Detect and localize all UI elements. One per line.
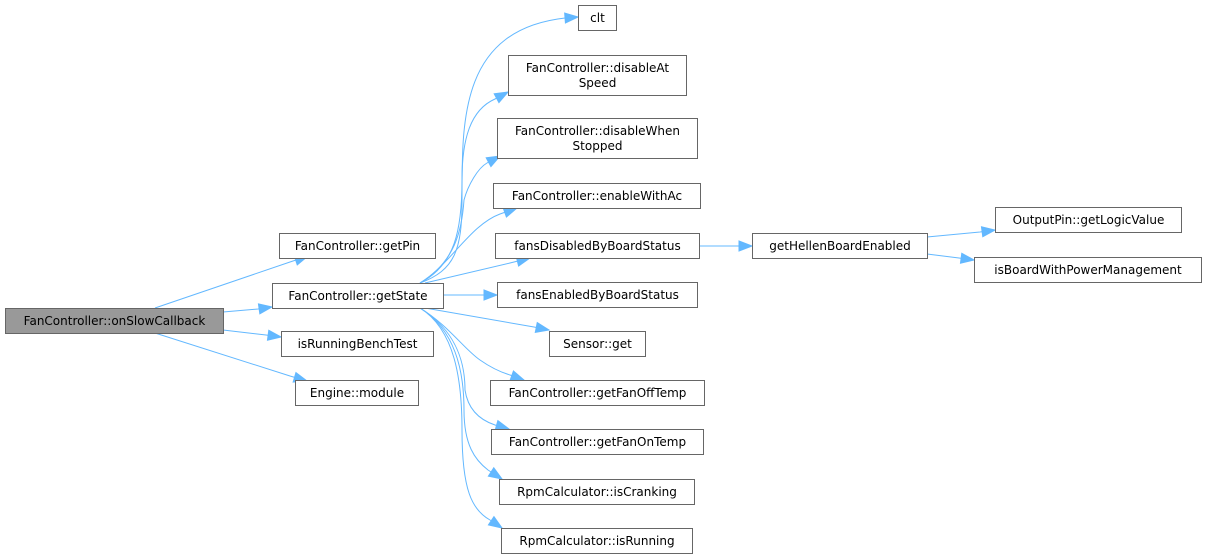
- arrowhead-icon: [959, 252, 976, 264]
- node-getFanOffTemp[interactable]: FanController::getFanOffTemp: [490, 380, 705, 406]
- edge-line: [424, 257, 531, 284]
- node-box[interactable]: [272, 283, 444, 309]
- node-label: Speed: [579, 76, 617, 90]
- edge-getState-to-isCranking: [419, 307, 504, 480]
- node-box[interactable]: [491, 429, 704, 455]
- node-engineModule[interactable]: Engine::module: [295, 380, 419, 406]
- edge-getState-to-fansEnabledByBoardStatus: [443, 289, 499, 301]
- node-box[interactable]: [578, 5, 617, 31]
- node-label: RpmCalculator::isCranking: [517, 485, 677, 499]
- node-label: FanController::onSlowCallback: [24, 314, 206, 328]
- node-box[interactable]: [495, 233, 700, 259]
- node-getFanOnTemp[interactable]: FanController::getFanOnTemp: [491, 429, 704, 455]
- node-label: Stopped: [573, 139, 623, 153]
- node-box[interactable]: [490, 380, 705, 406]
- edge-getState-to-fansDisabledByBoardStatus: [424, 255, 532, 284]
- arrowhead-icon: [257, 303, 274, 315]
- edge-getState-to-getFanOffTemp: [419, 307, 526, 381]
- node-box[interactable]: [499, 479, 695, 505]
- edge-getHellenBoardEnabled-to-isBoardWithPowerManagement: [926, 252, 976, 264]
- node-fansEnabledByBoardStatus[interactable]: fansEnabledByBoardStatus: [497, 282, 698, 308]
- edge-line: [419, 307, 525, 381]
- node-label: getHellenBoardEnabled: [769, 239, 911, 253]
- node-label: OutputPin::getLogicValue: [1013, 213, 1165, 227]
- node-box[interactable]: [752, 233, 928, 259]
- node-label: Engine::module: [310, 386, 404, 400]
- arrowhead-icon: [534, 321, 551, 333]
- edge-line: [419, 207, 518, 284]
- node-sensorGet[interactable]: Sensor::get: [549, 331, 646, 357]
- node-isCranking[interactable]: RpmCalculator::isCranking: [499, 479, 695, 505]
- arrowhead-icon: [487, 466, 504, 480]
- node-label: RpmCalculator::isRunning: [519, 534, 674, 548]
- arrowhead-icon: [485, 155, 502, 168]
- node-label: Sensor::get: [563, 337, 632, 351]
- node-getHellenBoardEnabled[interactable]: getHellenBoardEnabled: [752, 233, 928, 259]
- edge-onSlowCallback-to-isRunningBenchTest: [222, 329, 283, 341]
- node-label: FanController::enableWithAc: [512, 189, 682, 203]
- arrowhead-icon: [487, 515, 504, 529]
- node-box[interactable]: [508, 55, 687, 96]
- node-label: FanController::disableWhen: [515, 124, 680, 138]
- node-getLogicValue[interactable]: OutputPin::getLogicValue: [995, 207, 1182, 233]
- edge-getState-to-sensorGet: [424, 307, 551, 333]
- node-getPin[interactable]: FanController::getPin: [279, 233, 436, 259]
- node-enableWithAc[interactable]: FanController::enableWithAc: [493, 183, 701, 209]
- node-box[interactable]: [501, 528, 693, 554]
- node-label: FanController::getPin: [295, 239, 420, 253]
- node-label: FanController::getFanOffTemp: [509, 386, 687, 400]
- node-box[interactable]: [279, 233, 436, 259]
- nodes-layer: FanController::onSlowCallbackFanControll…: [5, 5, 1202, 554]
- node-box[interactable]: [493, 183, 701, 209]
- arrowhead-icon: [494, 419, 511, 431]
- arrowhead-icon: [564, 12, 580, 24]
- node-clt[interactable]: clt: [578, 5, 617, 31]
- edge-line: [419, 307, 503, 529]
- edge-fansDisabledByBoardStatus-to-getHellenBoardEnabled: [699, 240, 754, 252]
- arrowhead-icon: [493, 91, 510, 104]
- node-label: FanController::disableAt: [526, 61, 670, 75]
- node-isBoardWithPowerManagement[interactable]: isBoardWithPowerManagement: [974, 257, 1202, 283]
- node-box[interactable]: [5, 308, 224, 334]
- node-getState[interactable]: FanController::getState: [272, 283, 444, 309]
- node-label: clt: [590, 11, 605, 25]
- node-label: isRunningBenchTest: [298, 337, 418, 351]
- node-box[interactable]: [295, 380, 419, 406]
- node-label: FanController::getState: [288, 289, 427, 303]
- node-label: fansDisabledByBoardStatus: [514, 239, 680, 253]
- arrowhead-icon: [738, 240, 754, 252]
- node-box[interactable]: [497, 282, 698, 308]
- edge-onSlowCallback-to-getState: [222, 303, 274, 315]
- arrowhead-icon: [502, 207, 519, 218]
- node-box[interactable]: [995, 207, 1182, 233]
- arrowhead-icon: [483, 289, 499, 301]
- node-label: isBoardWithPowerManagement: [994, 263, 1182, 277]
- arrowhead-icon: [980, 226, 997, 238]
- node-isRunningBenchTest[interactable]: isRunningBenchTest: [281, 331, 434, 357]
- edge-line: [419, 307, 510, 430]
- arrowhead-icon: [509, 370, 526, 381]
- node-isRunning[interactable]: RpmCalculator::isRunning: [501, 528, 693, 554]
- arrowhead-icon: [266, 329, 283, 341]
- node-box[interactable]: [281, 331, 434, 357]
- edge-getState-to-isRunning: [419, 307, 504, 529]
- node-label: fansEnabledByBoardStatus: [516, 288, 679, 302]
- node-box[interactable]: [549, 331, 646, 357]
- edge-getHellenBoardEnabled-to-getLogicValue: [926, 226, 997, 238]
- node-box[interactable]: [974, 257, 1202, 283]
- node-box[interactable]: [497, 118, 698, 159]
- edge-line: [419, 307, 503, 480]
- node-onSlowCallback[interactable]: FanController::onSlowCallback: [5, 308, 224, 334]
- node-fansDisabledByBoardStatus[interactable]: fansDisabledByBoardStatus: [495, 233, 700, 259]
- node-label: FanController::getFanOnTemp: [509, 435, 686, 449]
